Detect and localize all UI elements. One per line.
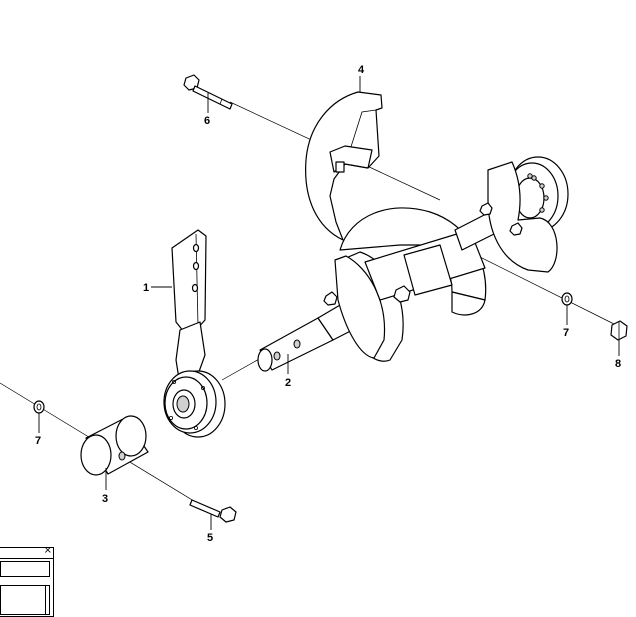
part-1-lever bbox=[171, 229, 207, 386]
part-8-nut bbox=[610, 320, 628, 341]
dialog-list-scroll-edge bbox=[45, 586, 46, 614]
part-7-washer-left bbox=[33, 400, 45, 414]
callout-2: 2 bbox=[285, 377, 291, 389]
callout-7-right: 7 bbox=[563, 327, 569, 339]
callout-5: 5 bbox=[207, 532, 213, 544]
partial-dialog-window: × bbox=[0, 545, 54, 617]
part-5-bolt bbox=[189, 499, 237, 523]
dialog-list[interactable] bbox=[0, 585, 50, 615]
part-4-guard bbox=[305, 91, 383, 241]
right-pulley-assembly bbox=[454, 156, 569, 273]
part-7-washer-right bbox=[561, 292, 573, 306]
central-disc-assembly bbox=[323, 207, 487, 362]
close-icon[interactable]: × bbox=[43, 545, 52, 556]
part-3-sleeve bbox=[80, 415, 149, 476]
callout-3: 3 bbox=[102, 493, 108, 505]
dialog-field[interactable] bbox=[0, 561, 50, 577]
callout-7-left: 7 bbox=[35, 435, 41, 447]
callout-4: 4 bbox=[358, 64, 365, 76]
assembly-axis-right bbox=[469, 251, 621, 328]
callout-1: 1 bbox=[143, 282, 149, 294]
leader-lines bbox=[38, 76, 620, 530]
callout-6: 6 bbox=[204, 115, 210, 127]
dialog-titlebar: × bbox=[0, 545, 53, 559]
part-6-bolt bbox=[183, 74, 233, 110]
callout-8: 8 bbox=[615, 358, 621, 370]
part-1-hub bbox=[163, 370, 226, 438]
